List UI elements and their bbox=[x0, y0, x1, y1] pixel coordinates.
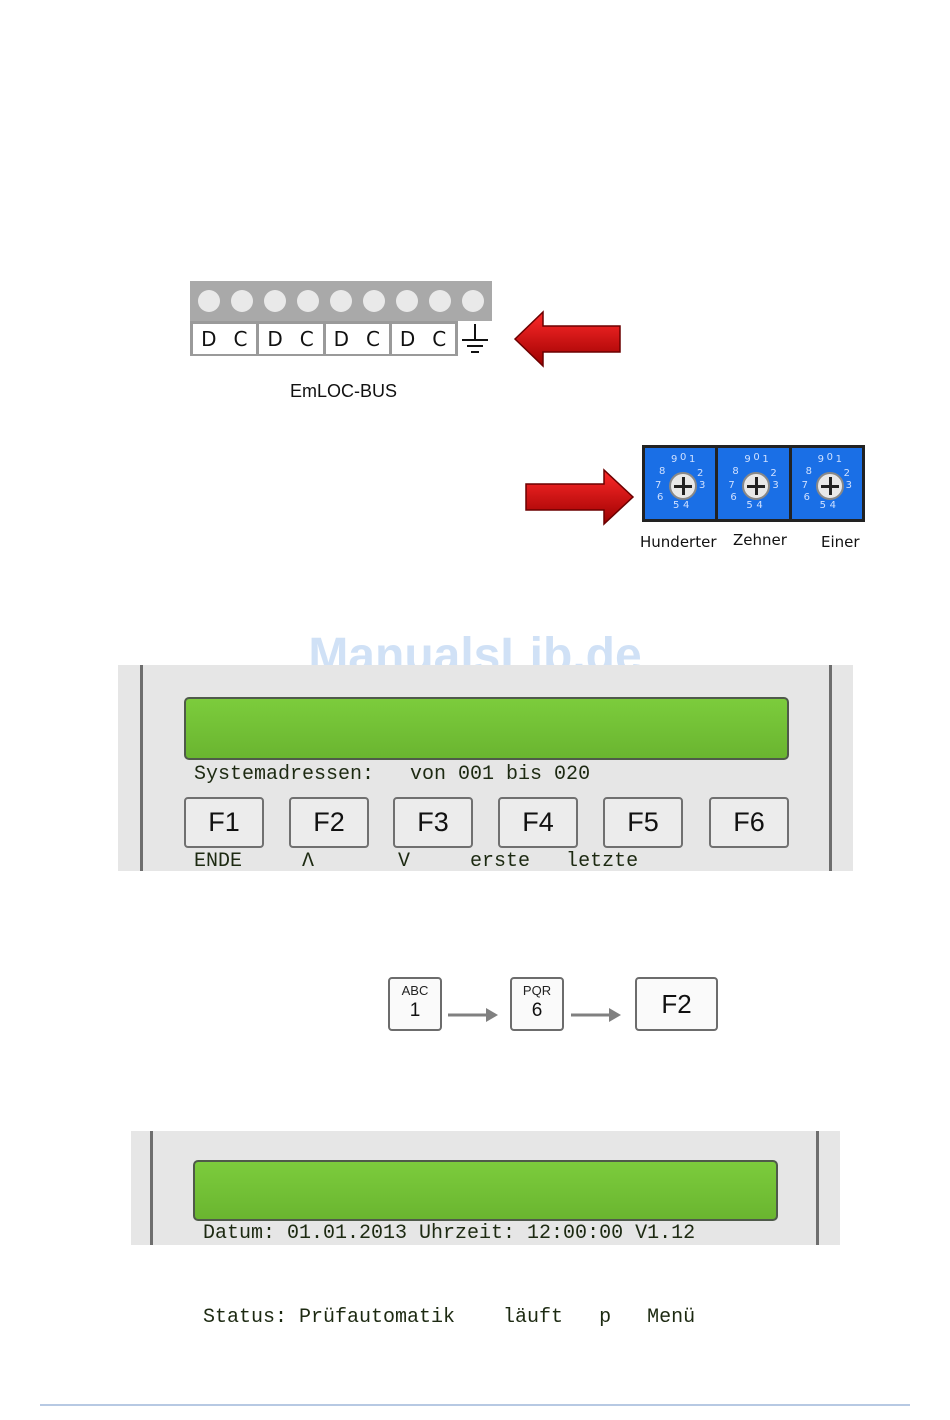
screw-terminal bbox=[462, 290, 484, 312]
f6-key[interactable]: F6 bbox=[709, 797, 789, 848]
rotary-knob-icon bbox=[742, 472, 771, 500]
footer-divider bbox=[40, 1404, 910, 1406]
pin-label: D bbox=[193, 324, 225, 354]
arrow-right-icon bbox=[448, 1008, 498, 1022]
key-1-letters: ABC bbox=[401, 983, 429, 998]
pin-label: C bbox=[224, 324, 257, 354]
key-1-digit: 1 bbox=[409, 1000, 421, 1021]
f3-key[interactable]: F3 bbox=[393, 797, 473, 848]
status-lcd-display: Datum: 01.01.2013 Uhrzeit: 12:00:00 V1.1… bbox=[193, 1160, 778, 1329]
pin-pair: D C bbox=[193, 324, 257, 354]
switch-label-hundreds: Hunderter bbox=[640, 533, 717, 551]
panel-divider bbox=[150, 1131, 153, 1245]
screw-terminal bbox=[363, 290, 385, 312]
status-lcd-line-1: Datum: 01.01.2013 Uhrzeit: 12:00:00 V1.1… bbox=[203, 1222, 696, 1245]
bus-label: EmLOC-BUS bbox=[290, 381, 398, 401]
pin-label: C bbox=[290, 324, 323, 354]
f5-key[interactable]: F5 bbox=[603, 797, 683, 848]
screw-terminal bbox=[231, 290, 253, 312]
screw-terminal bbox=[264, 290, 286, 312]
pin-label: C bbox=[357, 324, 389, 354]
f2-key-sequence[interactable]: F2 bbox=[635, 977, 718, 1031]
pin-label: D bbox=[391, 324, 424, 354]
pin-pair: D C bbox=[325, 324, 389, 354]
pin-pair: D C bbox=[391, 324, 455, 354]
red-arrow-icon bbox=[525, 468, 635, 526]
screw-terminal bbox=[297, 290, 319, 312]
key-6[interactable]: PQR 6 bbox=[510, 977, 564, 1031]
ground-icon bbox=[462, 324, 488, 353]
key-1[interactable]: ABC 1 bbox=[388, 977, 442, 1031]
red-arrow-icon bbox=[513, 310, 621, 368]
lcd-line-2: ENDE Λ V erste letzte bbox=[194, 850, 639, 873]
rotary-knob-icon bbox=[669, 472, 697, 500]
pin-pair: D C bbox=[259, 324, 323, 354]
switch-label-tens: Zehner bbox=[733, 531, 787, 549]
arrow-right-icon bbox=[571, 1008, 621, 1022]
f1-key[interactable]: F1 bbox=[184, 797, 264, 848]
lcd-line-1: Systemadressen: von 001 bis 020 bbox=[194, 763, 591, 786]
f2-key[interactable]: F2 bbox=[289, 797, 369, 848]
key-6-digit: 6 bbox=[531, 1000, 543, 1021]
screw-terminal bbox=[198, 290, 220, 312]
screw-terminal bbox=[330, 290, 352, 312]
pin-label: D bbox=[325, 324, 358, 354]
terminal-screw-row bbox=[190, 281, 492, 321]
panel-divider bbox=[816, 1131, 819, 1245]
screw-terminal bbox=[429, 290, 451, 312]
switch-label-ones: Einer bbox=[821, 533, 860, 551]
rotary-knob-icon bbox=[815, 472, 844, 500]
key-6-letters: PQR bbox=[522, 983, 552, 998]
f4-key[interactable]: F4 bbox=[498, 797, 578, 848]
pin-label: C bbox=[423, 324, 455, 354]
lcd-display: Systemadressen: von 001 bis 020 ENDE Λ V… bbox=[184, 697, 789, 873]
status-lcd-line-2: Status: Prüfautomatik läuft p Menü bbox=[203, 1306, 696, 1329]
terminal-pin-labels: D C D C D C D C bbox=[190, 321, 458, 356]
screw-terminal bbox=[396, 290, 418, 312]
pin-label: D bbox=[259, 324, 291, 354]
panel-divider bbox=[829, 665, 832, 871]
panel-divider bbox=[140, 665, 143, 871]
